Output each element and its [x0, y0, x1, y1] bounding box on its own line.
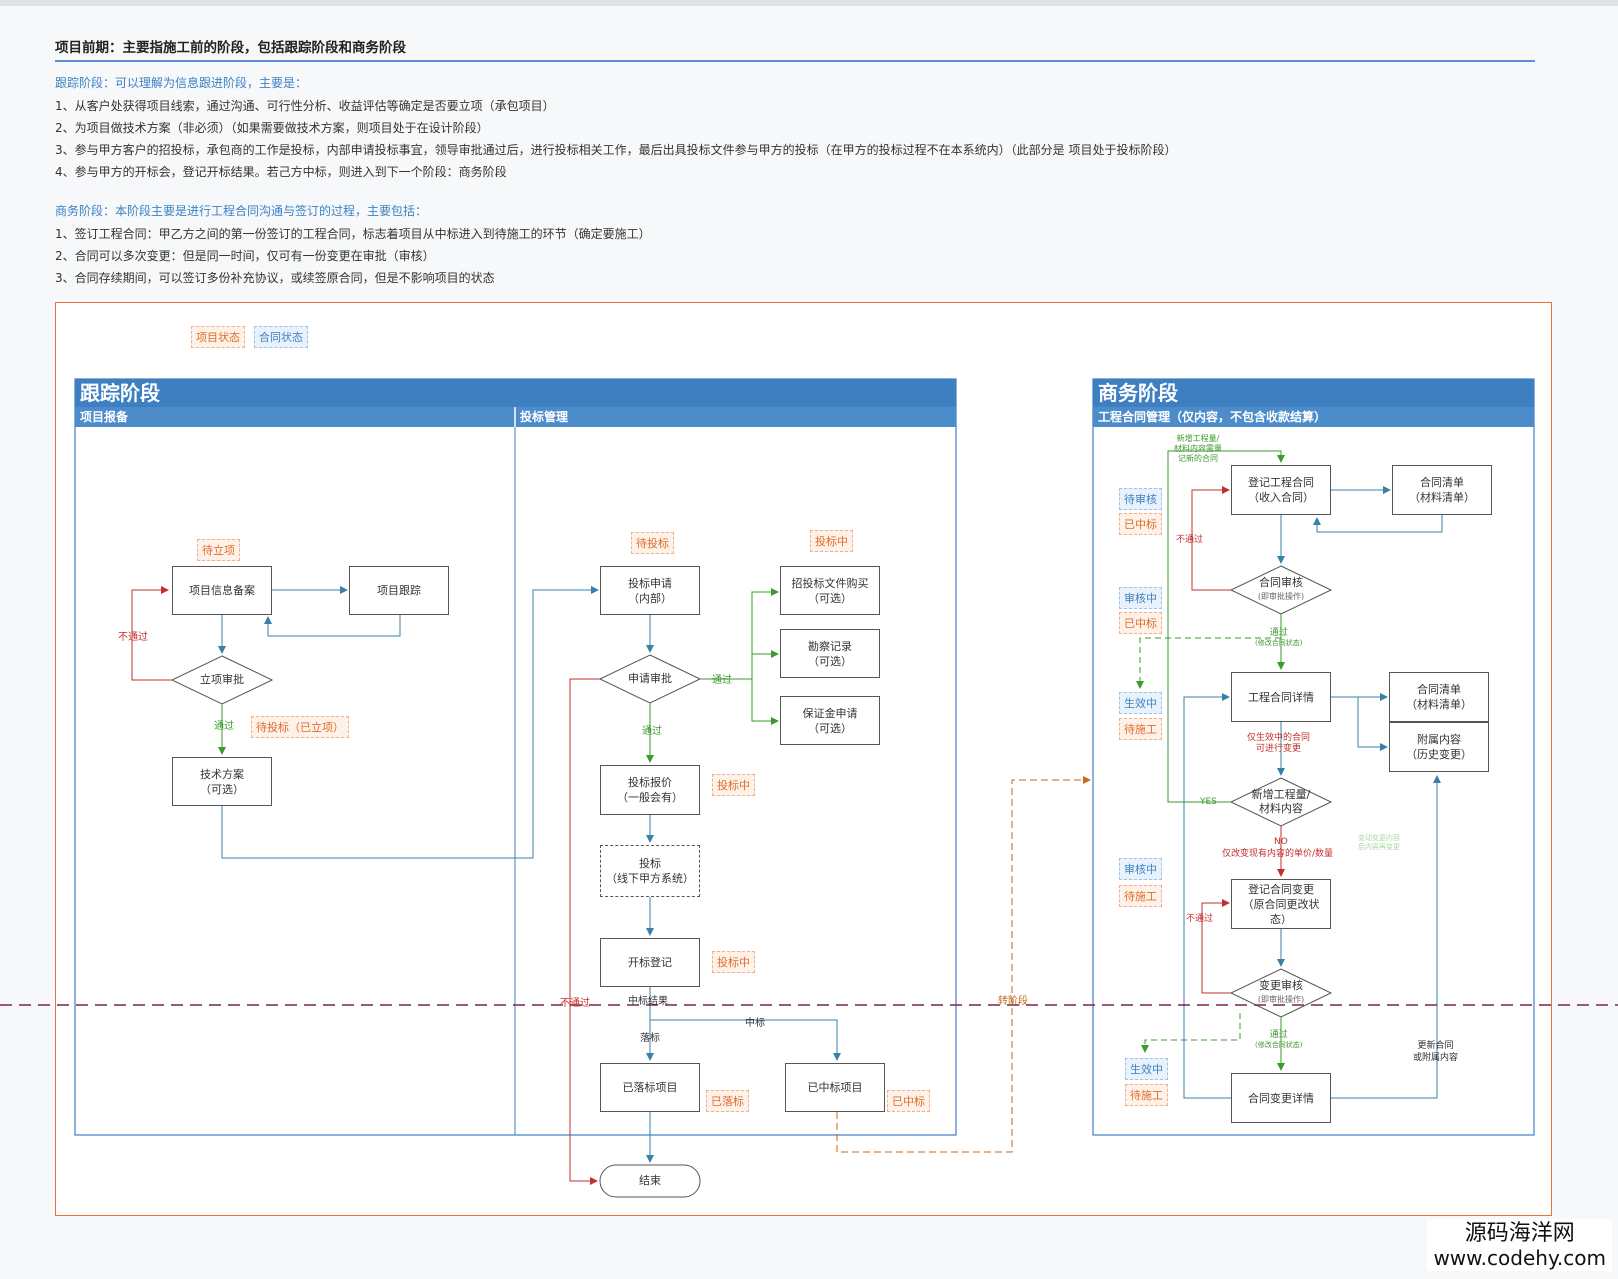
tracking-line-3: 3、参与甲方客户的招投标，承包商的工作是投标，内部申请投标事宜，领导审批通过后，…	[55, 143, 1177, 157]
business-lane-title: 商务阶段	[1098, 381, 1178, 405]
node-project-approval: 立项审批	[200, 673, 244, 686]
tag-c-pending-construction-2: 待施工	[1119, 885, 1162, 907]
node-end: 结束	[639, 1174, 661, 1187]
node-buy-docs: 招投标文件购买（可选）	[780, 566, 880, 615]
tag-pending-bid-approved: 待投标（已立项）	[251, 716, 349, 738]
watermark-line-1: 源码海洋网	[1464, 1221, 1575, 1246]
node-change-review: 变更审核(即审批操作)	[1257, 979, 1305, 1004]
page-title: 项目前期：主要指施工前的阶段，包括跟踪阶段和商务阶段	[55, 40, 406, 56]
node-deposit: 保证金申请（可选）	[780, 696, 880, 745]
tag-c-won-2: 已中标	[1119, 612, 1162, 634]
watermark-line-2: www.codehy.com	[1433, 1246, 1606, 1270]
label-reject-1: 不通过	[118, 632, 148, 643]
label-new-qty: 新增工程量/材料内容需量记新的合同	[1174, 434, 1222, 463]
node-survey: 勘察记录（可选）	[780, 629, 880, 678]
tag-c-pending-construction-3: 待施工	[1125, 1084, 1168, 1106]
label-pass-2: 通过	[712, 675, 732, 686]
tag-bidding-1: 投标中	[810, 530, 853, 552]
label-pass-4: 通过(修改合同状态)	[1255, 628, 1303, 647]
node-contract-detail: 工程合同详情	[1231, 672, 1331, 722]
tag-pending-project: 待立项	[197, 539, 240, 561]
tracking-line-4: 4、参与甲方的开标会，登记开标结果。若己方中标，则进入到下一个阶段：商务阶段	[55, 165, 507, 179]
label-pass-3: 通过	[642, 726, 662, 737]
tracking-lane-sub1: 项目报备	[80, 410, 129, 424]
node-bid-apply: 投标申请（内部）	[600, 566, 700, 615]
label-reject-2: 不通过	[560, 998, 590, 1009]
label-update-attach: 更新合同或附属内容	[1413, 1041, 1459, 1063]
label-only-change-existing: 仅改变现有内容的单价/数量	[1222, 849, 1334, 859]
node-apply-review: 申请审批	[628, 672, 672, 685]
tracking-line-2: 2、为项目做技术方案（非必须）（如果需要做技术方案，则项目处于在设计阶段）	[55, 121, 489, 135]
node-project-tracking: 项目跟踪	[349, 566, 449, 615]
node-bid-quote: 投标报价（一般会有）	[600, 765, 700, 815]
label-pass-5: 通过(修改合同状态)	[1255, 1030, 1303, 1049]
node-contract-list-1: 合同清单（材料清单）	[1392, 465, 1492, 515]
node-add-quantity: 新增工程量/材料内容	[1251, 788, 1311, 815]
tag-pending-bid: 待投标	[631, 532, 674, 554]
business-line-1: 1、签订工程合同：甲乙方之间的第一份签订的工程合同，标志着项目从中标进入到待施工…	[55, 227, 651, 241]
label-reject-4: 不通过	[1186, 914, 1214, 924]
node-attachments: 附属内容（历史变更）	[1389, 722, 1489, 772]
node-contract-list-2: 合同清单（材料清单）	[1389, 672, 1489, 722]
label-yes: YES	[1200, 797, 1217, 807]
business-lane-sub1: 工程合同管理（仅内容，不包含收款结算）	[1098, 410, 1327, 424]
legend-contract-status: 合同状态	[254, 326, 308, 348]
label-lost: 落标	[640, 1033, 660, 1044]
tag-bidding-3: 投标中	[712, 951, 755, 973]
title-divider	[55, 60, 1535, 62]
tracking-heading: 跟踪阶段：可以理解为信息跟进阶段，主要是：	[55, 76, 308, 90]
business-lane-subheader	[1093, 407, 1534, 427]
business-line-2: 2、合同可以多次变更：但是同一时间，仅可有一份变更在审批（审核）	[55, 249, 435, 263]
business-line-3: 3、合同存续期间，可以签订多份补充协议，或续签原合同，但是不影响项目的状态	[55, 271, 495, 285]
node-lost-project: 已落标项目	[600, 1063, 700, 1112]
node-reg-change: 登记合同变更（原合同更改状态）	[1231, 879, 1331, 929]
node-tech-plan: 技术方案（可选）	[172, 757, 272, 806]
node-open-register: 开标登记	[600, 938, 700, 987]
tracking-lane-title: 跟踪阶段	[80, 381, 160, 405]
node-reg-contract: 登记工程合同（收入合同）	[1231, 465, 1331, 515]
business-heading: 商务阶段：本阶段主要是进行工程合同沟通与签订的过程，主要包括：	[55, 204, 428, 218]
legend-project-status: 项目状态	[191, 326, 245, 348]
node-won-project: 已中标项目	[785, 1063, 885, 1112]
node-change-detail: 合同变更详情	[1231, 1073, 1331, 1123]
node-project-info: 项目信息备案	[172, 566, 272, 615]
tag-c-pending-construction-1: 待施工	[1119, 718, 1162, 740]
tracking-line-1: 1、从客户处获得项目线索，通过沟通、可行性分析、收益评估等确定是否要立项（承包项…	[55, 99, 555, 113]
tag-won: 已中标	[887, 1090, 930, 1112]
tag-c-reviewing-2: 审核中	[1119, 858, 1162, 880]
tracking-lane-header	[75, 379, 956, 407]
label-faint-note: 变动变更内容后内容再变更	[1358, 834, 1400, 851]
tag-lost: 已落标	[706, 1090, 749, 1112]
end-terminal	[599, 1164, 701, 1198]
tag-bidding-2: 投标中	[712, 774, 755, 796]
label-no: NO	[1274, 837, 1288, 847]
label-won: 中标	[745, 1018, 765, 1029]
label-bid-result: 中标结果	[628, 996, 668, 1007]
label-pass-1: 通过	[214, 721, 234, 732]
tag-c-effective-2: 生效中	[1125, 1058, 1168, 1080]
node-contract-review: 合同审核(即审批操作)	[1257, 576, 1305, 601]
label-reject-3: 不通过	[1176, 535, 1204, 545]
business-lane-header	[1093, 379, 1534, 407]
tracking-lane-sub2: 投标管理	[520, 410, 569, 424]
watermark: 源码海洋网 www.codehy.com	[1427, 1219, 1612, 1271]
label-to-stage: 转阶段	[998, 996, 1028, 1007]
node-bid: 投标（线下甲方系统）	[600, 845, 700, 897]
tag-c-pending-review: 待审核	[1119, 488, 1162, 510]
tag-c-reviewing-1: 审核中	[1119, 587, 1162, 609]
tag-c-effective-1: 生效中	[1119, 692, 1162, 714]
tag-c-won-1: 已中标	[1119, 513, 1162, 535]
label-only-effective: 仅生效中的合同可进行变更	[1247, 733, 1311, 754]
top-bar	[0, 0, 1618, 6]
